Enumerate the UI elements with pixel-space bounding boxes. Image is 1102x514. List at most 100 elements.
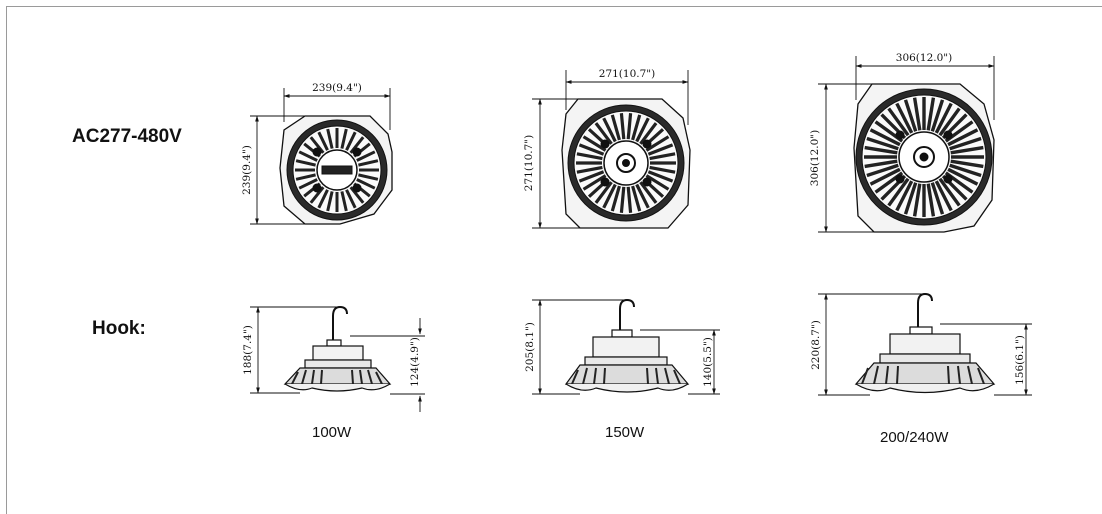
wattage-label-150w: 150W	[605, 424, 645, 441]
wattage-label-100w: 100W	[312, 424, 352, 441]
heat-sink-fin	[349, 136, 365, 154]
heat-sink-fin	[887, 107, 910, 137]
dimension-top-height-150w	[532, 98, 580, 229]
heat-sink-fin	[602, 117, 617, 143]
heat-sink-fin	[926, 183, 936, 217]
heat-sink-fin	[358, 173, 379, 181]
heat-sink-fin	[649, 152, 676, 161]
heat-sink-fin	[309, 186, 325, 204]
dimension-side-body-200-240w	[940, 323, 1032, 396]
heat-sink-fin	[309, 136, 325, 154]
heat-sink-fin	[866, 163, 899, 178]
heat-sink-fin	[912, 183, 922, 217]
side-view-200-240w	[854, 292, 996, 394]
dimension-side-total-200-240w	[818, 293, 925, 396]
heat-sink-fin	[887, 177, 910, 207]
heat-sink-fin	[934, 102, 953, 134]
heat-sink-fin	[947, 128, 979, 147]
heat-sink-fin	[639, 181, 658, 204]
heat-sink-fin	[934, 180, 953, 212]
heat-sink-fin	[326, 191, 334, 212]
heat-sink-fin	[602, 183, 617, 209]
hook-label: Hook:	[92, 318, 146, 339]
heat-sink-fin	[295, 173, 316, 181]
dimension-top-width-150w	[565, 70, 689, 125]
heat-sink-fin	[895, 180, 914, 212]
dimension-side-body-100w	[350, 318, 425, 412]
side-body-height-200-240w: 156(6.1")	[1014, 335, 1026, 385]
side-view-100w	[283, 305, 392, 392]
heat-sink-fin	[938, 177, 961, 207]
heat-sink-fin	[626, 186, 633, 213]
wattage-label-200-240w: 200/240W	[880, 429, 949, 446]
top-height-100w: 239(9.4")	[241, 145, 253, 195]
side-body-height-100w: 124(4.9")	[409, 337, 421, 387]
heat-sink-fin	[295, 159, 316, 167]
heat-sink-fin	[356, 150, 376, 162]
heat-sink-fin	[631, 114, 642, 141]
heat-sink-fin	[912, 97, 922, 131]
heat-sink-fin	[647, 170, 674, 183]
side-total-height-100w: 188(7.4")	[242, 325, 254, 375]
top-height-150w: 271(10.7")	[523, 135, 535, 191]
heat-sink-fin	[926, 97, 936, 131]
top-view-200-240w	[853, 83, 995, 233]
heat-sink-fin	[619, 113, 626, 140]
dimension-side-total-150w	[532, 299, 627, 395]
heat-sink-fin	[594, 122, 613, 145]
heat-sink-fin	[594, 181, 613, 204]
heat-sink-fin	[864, 159, 898, 169]
top-width-200-240w: 306(12.0")	[896, 52, 952, 64]
heat-sink-fin	[340, 128, 348, 149]
top-height-200-240w: 306(12.0")	[809, 130, 821, 186]
heat-sink-fin	[635, 183, 650, 209]
dimension-top-height-200-240w	[818, 83, 874, 233]
heat-sink-fin	[645, 135, 670, 152]
heat-sink-fin	[930, 182, 945, 215]
heat-sink-fin	[635, 117, 650, 143]
dimension-top-height-100w	[250, 115, 306, 225]
top-view-150w	[561, 98, 691, 229]
heat-sink-fin	[869, 128, 901, 147]
heat-sink-fin	[649, 165, 676, 174]
heat-sink-fin	[647, 143, 674, 156]
dimension-side-total-100w	[250, 306, 340, 394]
heat-sink-fin	[631, 185, 642, 212]
heat-sink-fin	[610, 114, 621, 141]
heat-sink-fin	[576, 165, 603, 174]
top-width-150w: 271(10.7")	[599, 68, 655, 80]
heat-sink-fin	[326, 128, 334, 149]
heat-sink-fin	[349, 186, 365, 204]
heat-sink-fin	[578, 170, 605, 183]
heat-sink-fin	[938, 107, 961, 137]
side-total-height-150w: 205(8.1")	[524, 322, 536, 372]
heat-sink-fin	[930, 99, 945, 132]
side-total-height-200-240w: 220(8.7")	[810, 320, 822, 370]
drawing-frame	[6, 6, 1102, 514]
heat-sink-fin	[576, 152, 603, 161]
heat-sink-fin	[610, 185, 621, 212]
heat-sink-fin	[903, 99, 918, 132]
heat-sink-fin	[947, 167, 979, 186]
heat-sink-fin	[345, 189, 357, 209]
heat-sink-fin	[626, 113, 633, 140]
heat-sink-fin	[895, 102, 914, 134]
heat-sink-fin	[582, 174, 607, 191]
heat-sink-fin	[298, 178, 318, 190]
heat-sink-fin	[869, 167, 901, 186]
heat-sink-fin	[619, 186, 626, 213]
heat-sink-fin	[317, 189, 329, 209]
dimension-side-body-150w	[640, 329, 720, 395]
heat-sink-fin	[949, 163, 982, 178]
heat-sink-fin	[356, 178, 376, 190]
top-view-100w	[279, 115, 393, 225]
heat-sink-fin	[578, 143, 605, 156]
top-width-100w: 239(9.4")	[312, 82, 362, 94]
heat-sink-fin	[345, 131, 357, 151]
heat-sink-fin	[317, 131, 329, 151]
heat-sink-fin	[340, 191, 348, 212]
dimension-top-width-200-240w	[855, 56, 995, 120]
heat-sink-fin	[864, 145, 898, 155]
heat-sink-fin	[950, 145, 984, 155]
